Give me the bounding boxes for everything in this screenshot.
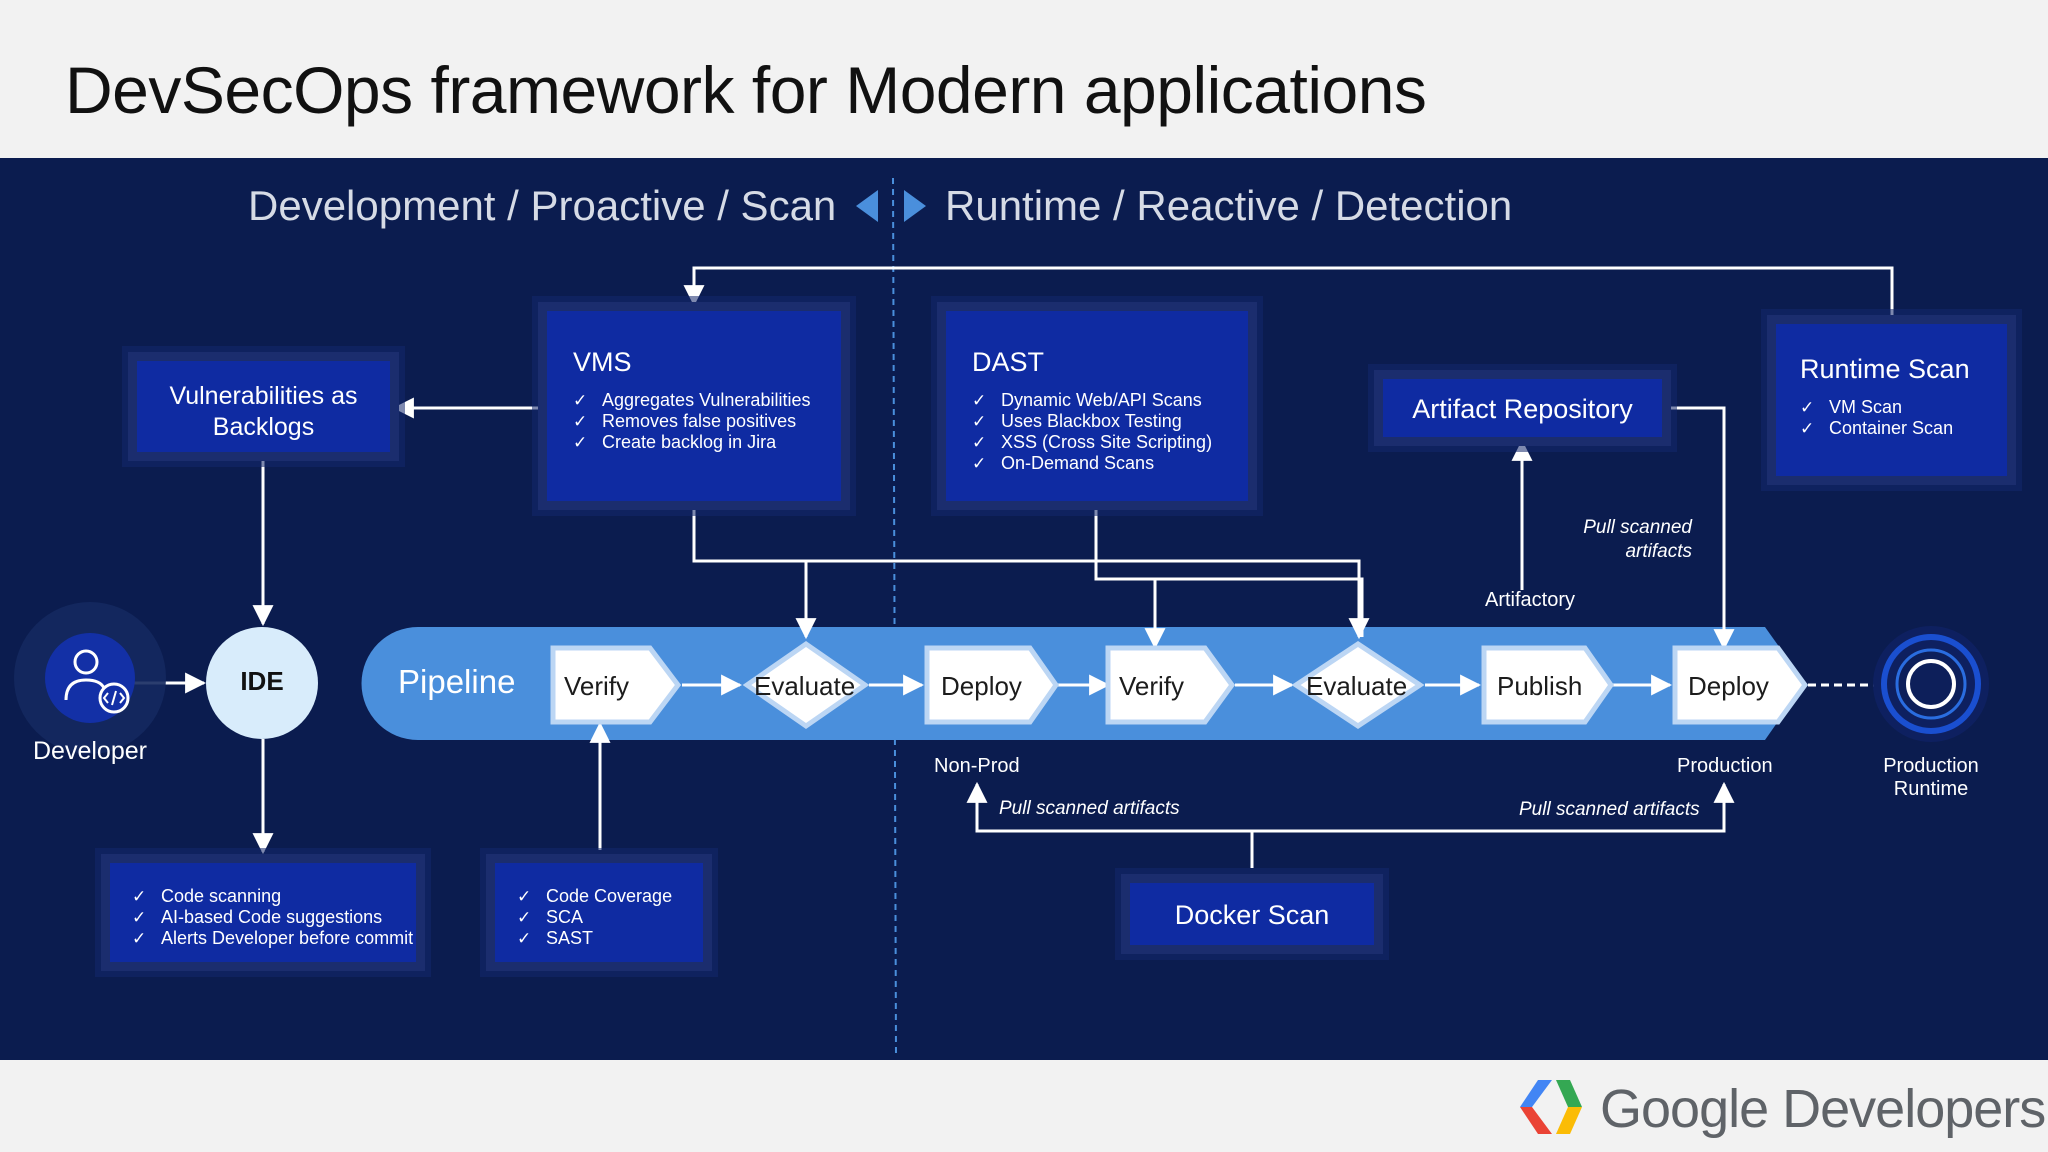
- runtime-scan-title: Runtime Scan: [1800, 354, 1970, 384]
- ide-tools-list: ✓Code scanning ✓AI-based Code suggestion…: [132, 886, 416, 949]
- docker-scan-title: Docker Scan: [1174, 900, 1330, 930]
- vms-panel[interactable]: VMS ✓Aggregates Vulnerabilities ✓Removes…: [538, 302, 850, 510]
- pipeline-stage-shapes: [550, 640, 1809, 730]
- stage-deploy-prod[interactable]: Deploy: [1688, 671, 1769, 701]
- stage-verify-prod[interactable]: Verify: [1119, 671, 1185, 701]
- dast-item: ✓Dynamic Web/API Scans: [972, 390, 1202, 410]
- verify-tools-item: ✓Code Coverage: [517, 886, 673, 906]
- developer-code-icon: [64, 649, 130, 714]
- dast-item: ✓XSS (Cross Site Scripting): [972, 432, 1213, 452]
- slide-title: DevSecOps framework for Modern applicati…: [65, 53, 1427, 127]
- target-ring-icon: [1873, 626, 1989, 742]
- ide-tools-panel[interactable]: ✓Code scanning ✓AI-based Code suggestion…: [101, 854, 425, 971]
- dast-item: ✓On-Demand Scans: [972, 453, 1155, 473]
- header-development: Development / Proactive / Scan: [248, 182, 837, 229]
- check-icon: ✓: [573, 433, 588, 452]
- docker-scan-panel[interactable]: Docker Scan: [1121, 874, 1383, 954]
- verify-tools-item: ✓SAST: [517, 928, 594, 948]
- stage-deploy-nonprod[interactable]: Deploy: [941, 671, 1022, 701]
- dast-item: ✓Uses Blackbox Testing: [972, 411, 1182, 431]
- footer-bar: [0, 1060, 2048, 1152]
- artifact-repository-title: Artifact Repository: [1412, 394, 1633, 424]
- check-icon: ✓: [1800, 419, 1815, 438]
- ide-label: IDE: [240, 666, 284, 696]
- check-icon: ✓: [132, 929, 147, 948]
- runtime-scan-item: ✓Container Scan: [1800, 418, 1954, 438]
- dast-list: ✓Dynamic Web/API Scans ✓Uses Blackbox Te…: [972, 390, 1248, 474]
- arrow-left-icon: [856, 190, 878, 222]
- ide-node[interactable]: [206, 627, 318, 739]
- pull-artifacts-upper: Pull scanned artifacts: [1583, 517, 1692, 562]
- check-icon: ✓: [517, 929, 532, 948]
- pull-artifacts-left: Pull scanned artifacts: [999, 798, 1180, 819]
- runtime-scan-item: ✓VM Scan: [1800, 397, 1903, 417]
- stage-evaluate-prod[interactable]: Evaluate: [1306, 671, 1408, 701]
- check-icon: ✓: [573, 391, 588, 410]
- dast-panel[interactable]: DAST ✓Dynamic Web/API Scans ✓Uses Blackb…: [937, 302, 1257, 510]
- check-icon: ✓: [972, 412, 987, 431]
- vms-list: ✓Aggregates Vulnerabilities ✓Removes fal…: [573, 390, 841, 453]
- production-runtime-label: Production Runtime: [1883, 755, 1979, 800]
- runtime-scan-panel[interactable]: Runtime Scan ✓VM Scan ✓Container Scan: [1767, 315, 2016, 485]
- google-developers-logo-icon: [1520, 1080, 1582, 1134]
- ide-tools-item: ✓Alerts Developer before commit: [132, 928, 414, 948]
- vms-item: ✓Aggregates Vulnerabilities: [573, 390, 811, 410]
- stage-publish[interactable]: Publish: [1497, 671, 1583, 701]
- verify-tools-list: ✓Code Coverage ✓SCA ✓SAST: [517, 886, 703, 949]
- runtime-scan-list: ✓VM Scan ✓Container Scan: [1800, 397, 2007, 439]
- non-prod-label: Non-Prod: [934, 755, 1020, 777]
- verify-tools-item: ✓SCA: [517, 907, 584, 927]
- header-runtime: Runtime / Reactive / Detection: [945, 182, 1513, 229]
- vms-title: VMS: [573, 347, 632, 377]
- stage-verify-nonprod[interactable]: Verify: [564, 671, 630, 701]
- verify-tools-panel[interactable]: ✓Code Coverage ✓SCA ✓SAST: [486, 854, 712, 971]
- ide-tools-item: ✓AI-based Code suggestions: [132, 907, 383, 927]
- check-icon: ✓: [517, 908, 532, 927]
- developer-label: Developer: [33, 737, 147, 765]
- stage-evaluate-nonprod[interactable]: Evaluate: [754, 671, 856, 701]
- section-divider: [892, 177, 897, 1059]
- production-label: Production: [1677, 755, 1773, 777]
- check-icon: ✓: [972, 391, 987, 410]
- check-icon: ✓: [517, 887, 532, 906]
- check-icon: ✓: [132, 887, 147, 906]
- artifact-repository-panel[interactable]: Artifact Repository: [1374, 370, 1671, 446]
- vulnerabilities-backlog-panel[interactable]: Vulnerabilities as Backlogs: [128, 352, 399, 461]
- backlog-line1: Vulnerabilities as: [169, 382, 358, 410]
- check-icon: ✓: [972, 433, 987, 452]
- brand-text: Google Developers: [1600, 1079, 2046, 1139]
- ide-tools-item: ✓Code scanning: [132, 886, 282, 906]
- check-icon: ✓: [972, 454, 987, 473]
- vms-item: ✓Removes false positives: [573, 411, 797, 431]
- check-icon: ✓: [132, 908, 147, 927]
- pipeline-label: Pipeline: [398, 663, 516, 700]
- pull-artifacts-right: Pull scanned artifacts: [1519, 799, 1700, 820]
- vms-item: ✓Create backlog in Jira: [573, 432, 777, 452]
- check-icon: ✓: [573, 412, 588, 431]
- backlog-line2: Backlogs: [212, 413, 315, 441]
- artifactory-label: Artifactory: [1485, 589, 1576, 611]
- dast-title: DAST: [972, 347, 1045, 377]
- arrow-right-icon: [904, 190, 926, 222]
- check-icon: ✓: [1800, 398, 1815, 417]
